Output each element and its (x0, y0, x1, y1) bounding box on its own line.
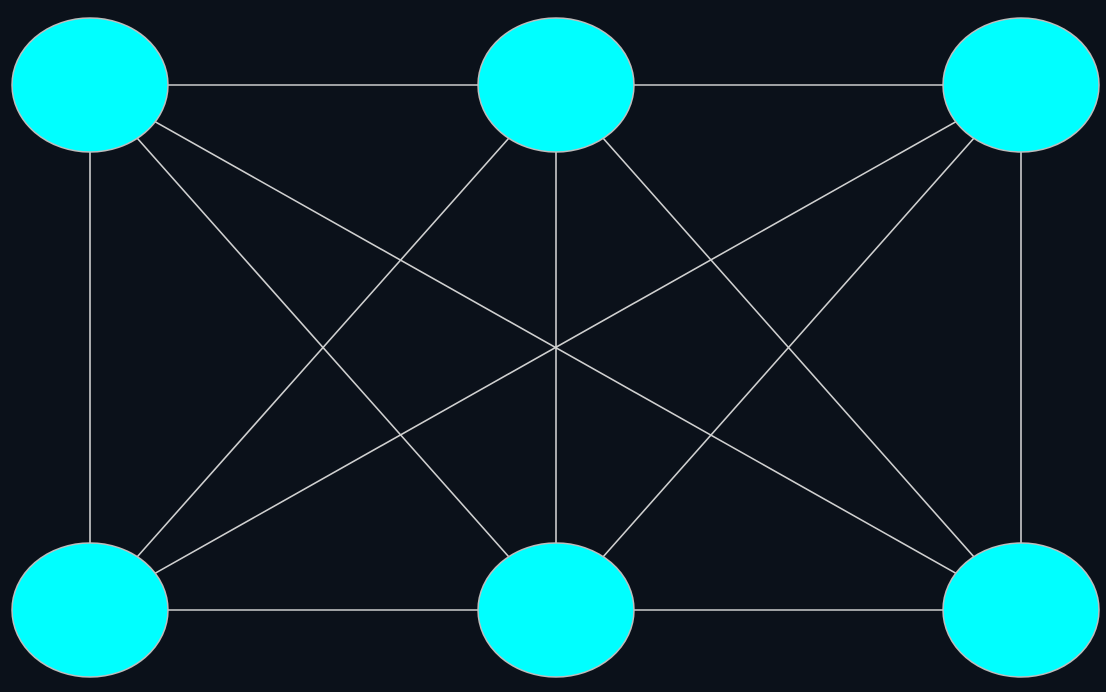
node-ellipse (942, 542, 1100, 678)
node-ellipse (11, 542, 169, 678)
node-ellipse (11, 17, 169, 153)
nodes-layer (11, 17, 1100, 678)
node-ellipse (477, 17, 635, 153)
node-n1 (11, 17, 169, 153)
edges-layer (89, 84, 1022, 611)
node-ellipse (942, 17, 1100, 153)
node-ellipse (477, 542, 635, 678)
node-n5 (477, 542, 635, 678)
edge-n3-n5 (555, 84, 1022, 611)
edge-n3-n4 (89, 84, 1022, 611)
node-n4 (11, 542, 169, 678)
node-n2 (477, 17, 635, 153)
edge-n2-n4 (89, 84, 557, 611)
node-n6 (942, 542, 1100, 678)
node-n3 (942, 17, 1100, 153)
